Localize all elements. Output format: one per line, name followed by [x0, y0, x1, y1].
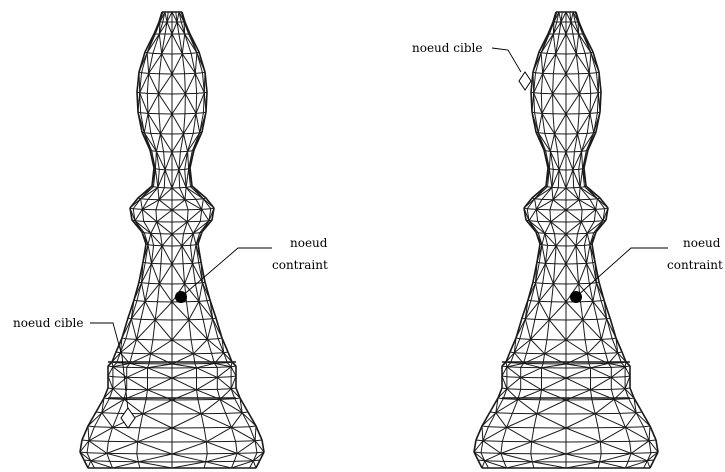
target-node-left — [121, 408, 135, 428]
target-label-left: noeud cible — [13, 316, 83, 330]
constrained-node-leader-right — [576, 248, 668, 297]
constrained-node-leader-left — [181, 248, 272, 297]
constrained-label-right-line2: contraint — [667, 258, 723, 272]
target-label-right: noeud cible — [412, 41, 482, 55]
target-node-right — [519, 72, 531, 90]
constrained-node-right — [570, 291, 582, 303]
target-node-leader-right — [492, 48, 521, 72]
constrained-label-left-line2: contraint — [272, 258, 328, 272]
constrained-label-right-line1: noeud — [683, 236, 721, 250]
constrained-node-left — [175, 291, 187, 303]
bishop-mesh-left — [80, 12, 264, 468]
constrained-label-left-line1: noeud — [290, 236, 328, 250]
bishop-mesh-right — [474, 12, 658, 468]
